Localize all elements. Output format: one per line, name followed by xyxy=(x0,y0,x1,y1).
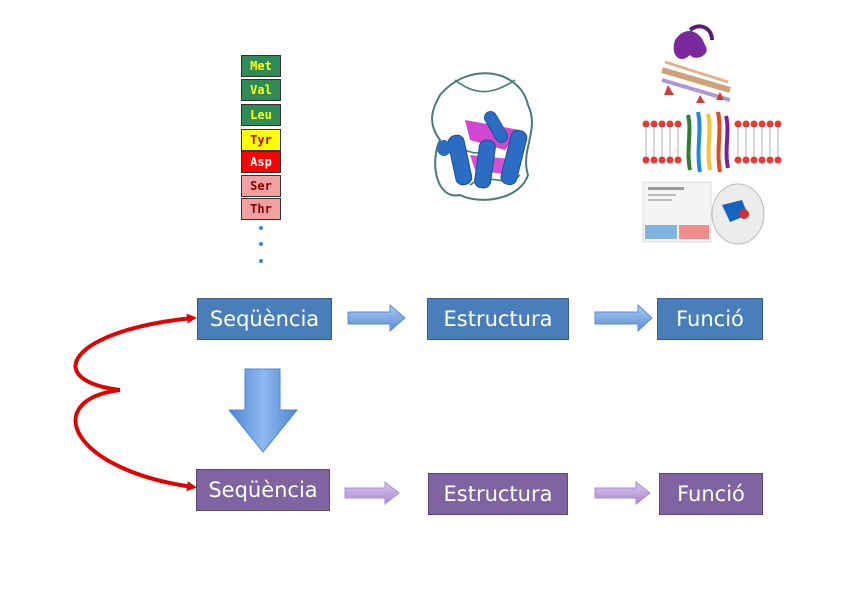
arrow-top-seq-to-struct xyxy=(347,303,406,333)
feedback-arrow-to-bottom xyxy=(73,388,197,492)
bottom-function-box: Funció xyxy=(659,473,763,515)
aa-thr: Thr xyxy=(241,198,281,220)
aa-met: Met xyxy=(241,55,281,77)
bottom-sequence-label: Seqüència xyxy=(208,478,318,502)
bottom-sequence-box: Seqüència xyxy=(196,469,330,511)
aa-tyr: Tyr xyxy=(241,129,281,151)
arrow-top-struct-to-func xyxy=(594,303,653,333)
aa-val: Val xyxy=(241,79,281,101)
bottom-structure-label: Estructura xyxy=(443,482,553,506)
arrow-down-seq-to-seq xyxy=(227,368,299,453)
top-sequence-box: Seqüència xyxy=(197,298,332,340)
arrow-bottom-struct-to-func xyxy=(594,480,651,506)
aa-ser: Ser xyxy=(241,175,281,197)
top-function-label: Funció xyxy=(676,307,744,331)
bottom-function-label: Funció xyxy=(677,482,745,506)
top-sequence-label: Seqüència xyxy=(209,307,320,331)
protein-dna-complex-image xyxy=(661,24,731,103)
aa-leu: Leu xyxy=(241,104,281,126)
membrane-protein-image xyxy=(642,111,782,173)
continuation-dot xyxy=(259,242,263,246)
feedback-arrow-to-top xyxy=(73,313,197,392)
bottom-structure-box: Estructura xyxy=(428,473,568,515)
protein-3d-structure-image xyxy=(431,72,533,201)
top-structure-label: Estructura xyxy=(443,307,553,331)
top-structure-box: Estructura xyxy=(427,298,569,340)
arrow-bottom-seq-to-struct xyxy=(344,480,400,506)
aa-asp: Asp xyxy=(241,151,281,173)
continuation-dot xyxy=(259,259,263,263)
protein-structure-slide-image xyxy=(642,181,765,245)
continuation-dot xyxy=(259,226,263,230)
top-function-box: Funció xyxy=(657,298,763,340)
